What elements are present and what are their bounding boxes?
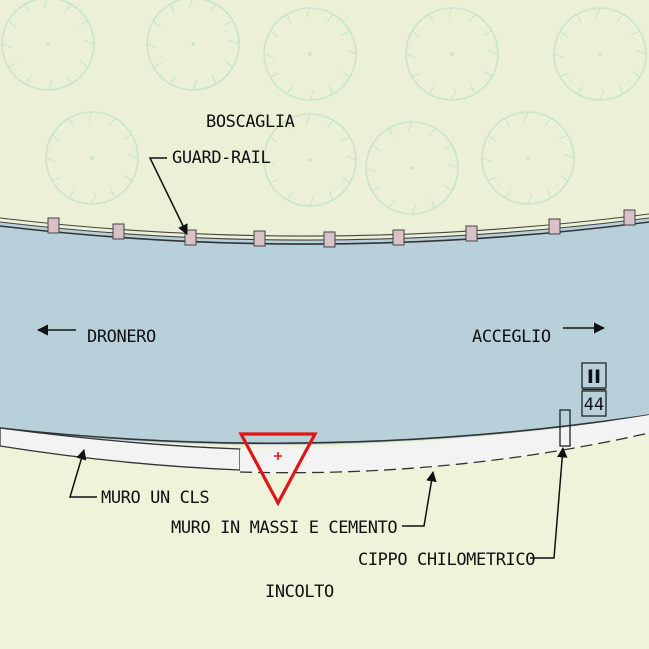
leader-muro-cls [68, 448, 97, 498]
km-kilometer: 44 [584, 395, 604, 415]
road-surface [0, 218, 649, 446]
leader-cippo [530, 446, 568, 559]
red-triangle-marker-icon [238, 432, 318, 507]
road-edge-south [0, 414, 649, 445]
muro-massi-wall-edge [239, 432, 649, 474]
leader-guard-rail [148, 157, 188, 235]
cippo-post [559, 409, 571, 447]
guard-rail [0, 209, 649, 248]
km-road-number: II [587, 366, 601, 388]
label-incolto: INCOLTO [265, 582, 334, 602]
km-marker-sign: II 44 [581, 362, 607, 417]
label-guard-rail: GUARD-RAIL [172, 148, 271, 168]
leader-muro-massi [402, 470, 437, 527]
label-dronero: DRONERO [87, 327, 156, 347]
label-acceglio: ACCEGLIO [472, 327, 551, 347]
label-cippo: CIPPO CHILOMETRICO [358, 550, 535, 570]
label-boscaglia: BOSCAGLIA [206, 112, 295, 132]
muro-massi-wall [240, 415, 649, 473]
label-muro-cls: MURO UN CLS [101, 488, 209, 508]
label-muro-massi: MURO IN MASSI E CEMENTO [171, 518, 397, 538]
